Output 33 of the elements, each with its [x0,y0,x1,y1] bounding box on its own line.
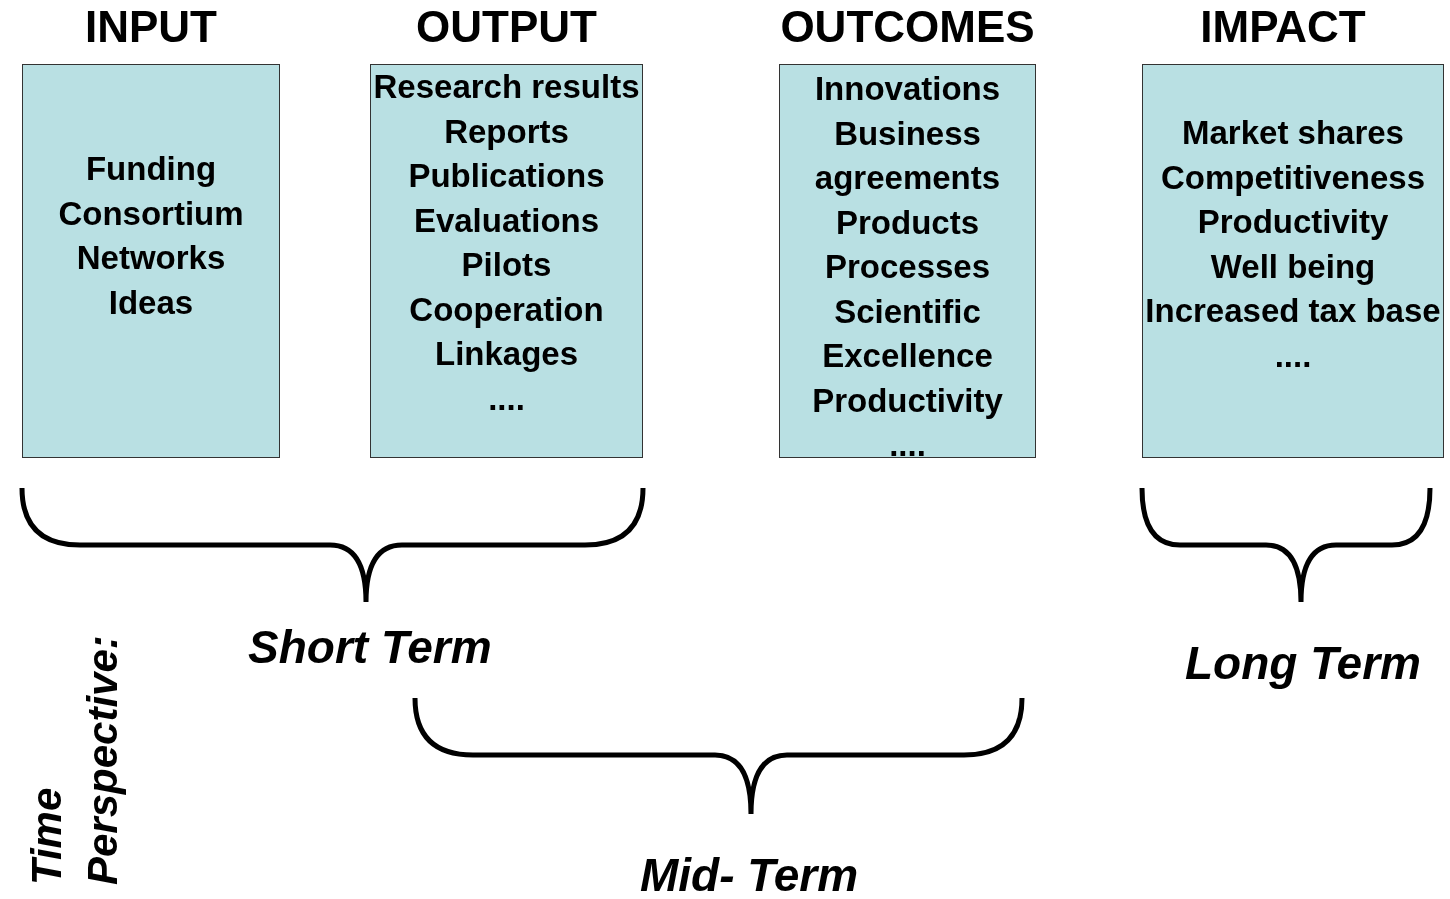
list-item: Competitiveness [1160,157,1426,198]
list-item: .... [1274,335,1312,376]
axis-caption: Time Perspective: [22,635,127,885]
column-heading: IMPACT [1200,2,1366,52]
list-item: Productivity [812,380,1003,421]
list-item: Ideas [108,282,194,323]
list-item: Cooperation [409,289,604,330]
list-item: Reports [444,111,569,152]
list-item: Evaluations [413,200,600,241]
list-item: Processes [824,247,991,287]
term-label: Short Term [248,620,492,674]
list-item: .... [889,425,926,465]
list-item: .... [488,378,525,419]
list-item: Funding [85,149,217,189]
list-item: Well being [1210,246,1376,287]
list-item: Research results [373,67,640,107]
list-item: Publications [408,156,605,196]
list-item: Scientific Excellence [821,291,994,376]
list-item: Networks [76,238,226,278]
list-item: Products [836,202,979,243]
column-heading: OUTCOMES [780,2,1035,52]
term-label: Mid- Term [640,848,859,899]
list-item: Productivity [1197,202,1389,242]
list-item: Pilots [461,245,552,285]
list-item: Increased tax base [1145,291,1441,331]
list-item: Business agreements [813,113,1002,198]
list-item: Innovations [814,69,1001,109]
list-item: Linkages [434,334,579,374]
term-label: Long Term [1185,636,1421,690]
list-item: Consortium [58,193,244,234]
column-heading: OUTPUT [416,2,597,52]
column-heading: INPUT [85,2,217,52]
list-item: Market shares [1182,113,1404,153]
